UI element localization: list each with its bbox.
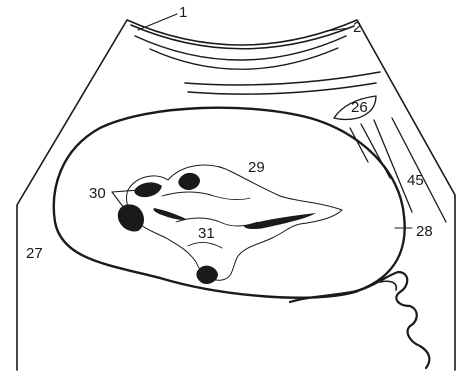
muscle-fiber-line <box>392 118 446 222</box>
bowel-outline <box>290 272 429 368</box>
label-45: 45 <box>407 172 424 189</box>
sinus-contour <box>162 192 250 200</box>
label-26: 26 <box>351 99 368 116</box>
label-29: 29 <box>248 159 265 176</box>
leader-line-1 <box>138 14 177 30</box>
pyramid-dark <box>178 173 200 190</box>
leader-line-30b <box>112 192 124 208</box>
sinus-dark-streak <box>244 213 316 229</box>
renal-sinus <box>126 165 342 280</box>
muscle-fiber-line <box>374 120 412 212</box>
label-2: 2 <box>353 19 361 36</box>
scan-sector-outline <box>17 20 455 370</box>
fascia-line-upper <box>185 72 380 85</box>
label-1: 1 <box>179 4 187 21</box>
sinus-dark-streak <box>153 208 186 220</box>
kidney-outline <box>54 108 405 298</box>
label-27: 27 <box>26 245 43 262</box>
sinus-contour <box>188 242 222 248</box>
label-31: 31 <box>198 225 215 242</box>
sinus-contour <box>176 218 258 226</box>
pyramid-dark <box>196 266 218 284</box>
bowel-outline <box>380 281 396 290</box>
pyramid-dark <box>118 204 144 231</box>
label-28: 28 <box>416 223 433 240</box>
label-30: 30 <box>89 185 106 202</box>
